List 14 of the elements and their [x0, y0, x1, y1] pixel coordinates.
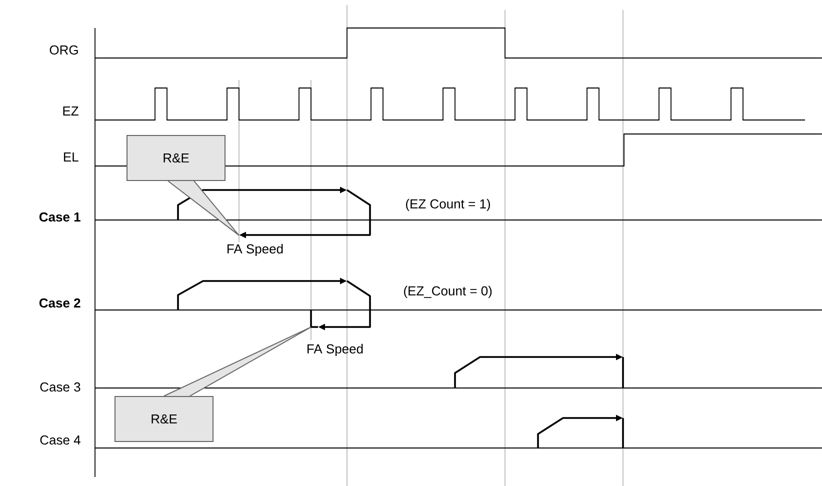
callout-box: R&E — [114, 396, 214, 442]
signal-label: Case 2 — [39, 298, 80, 308]
leader-line — [190, 326, 312, 396]
leader-line — [194, 180, 240, 236]
callout-box: R&E — [126, 135, 226, 181]
motion-trace-drawing — [177, 278, 371, 330]
signal-label: Case 4 — [40, 435, 80, 445]
annotation-text: FA Speed — [228, 244, 283, 256]
motion-trace-drawing — [177, 186, 371, 238]
signal-label: Case 1 — [39, 212, 80, 222]
annotation-text: (EZ_Count = 0) — [404, 286, 492, 298]
signal-label: EL — [64, 152, 78, 162]
signal-label: ORG — [50, 45, 78, 55]
signal-label: EZ — [63, 106, 78, 116]
